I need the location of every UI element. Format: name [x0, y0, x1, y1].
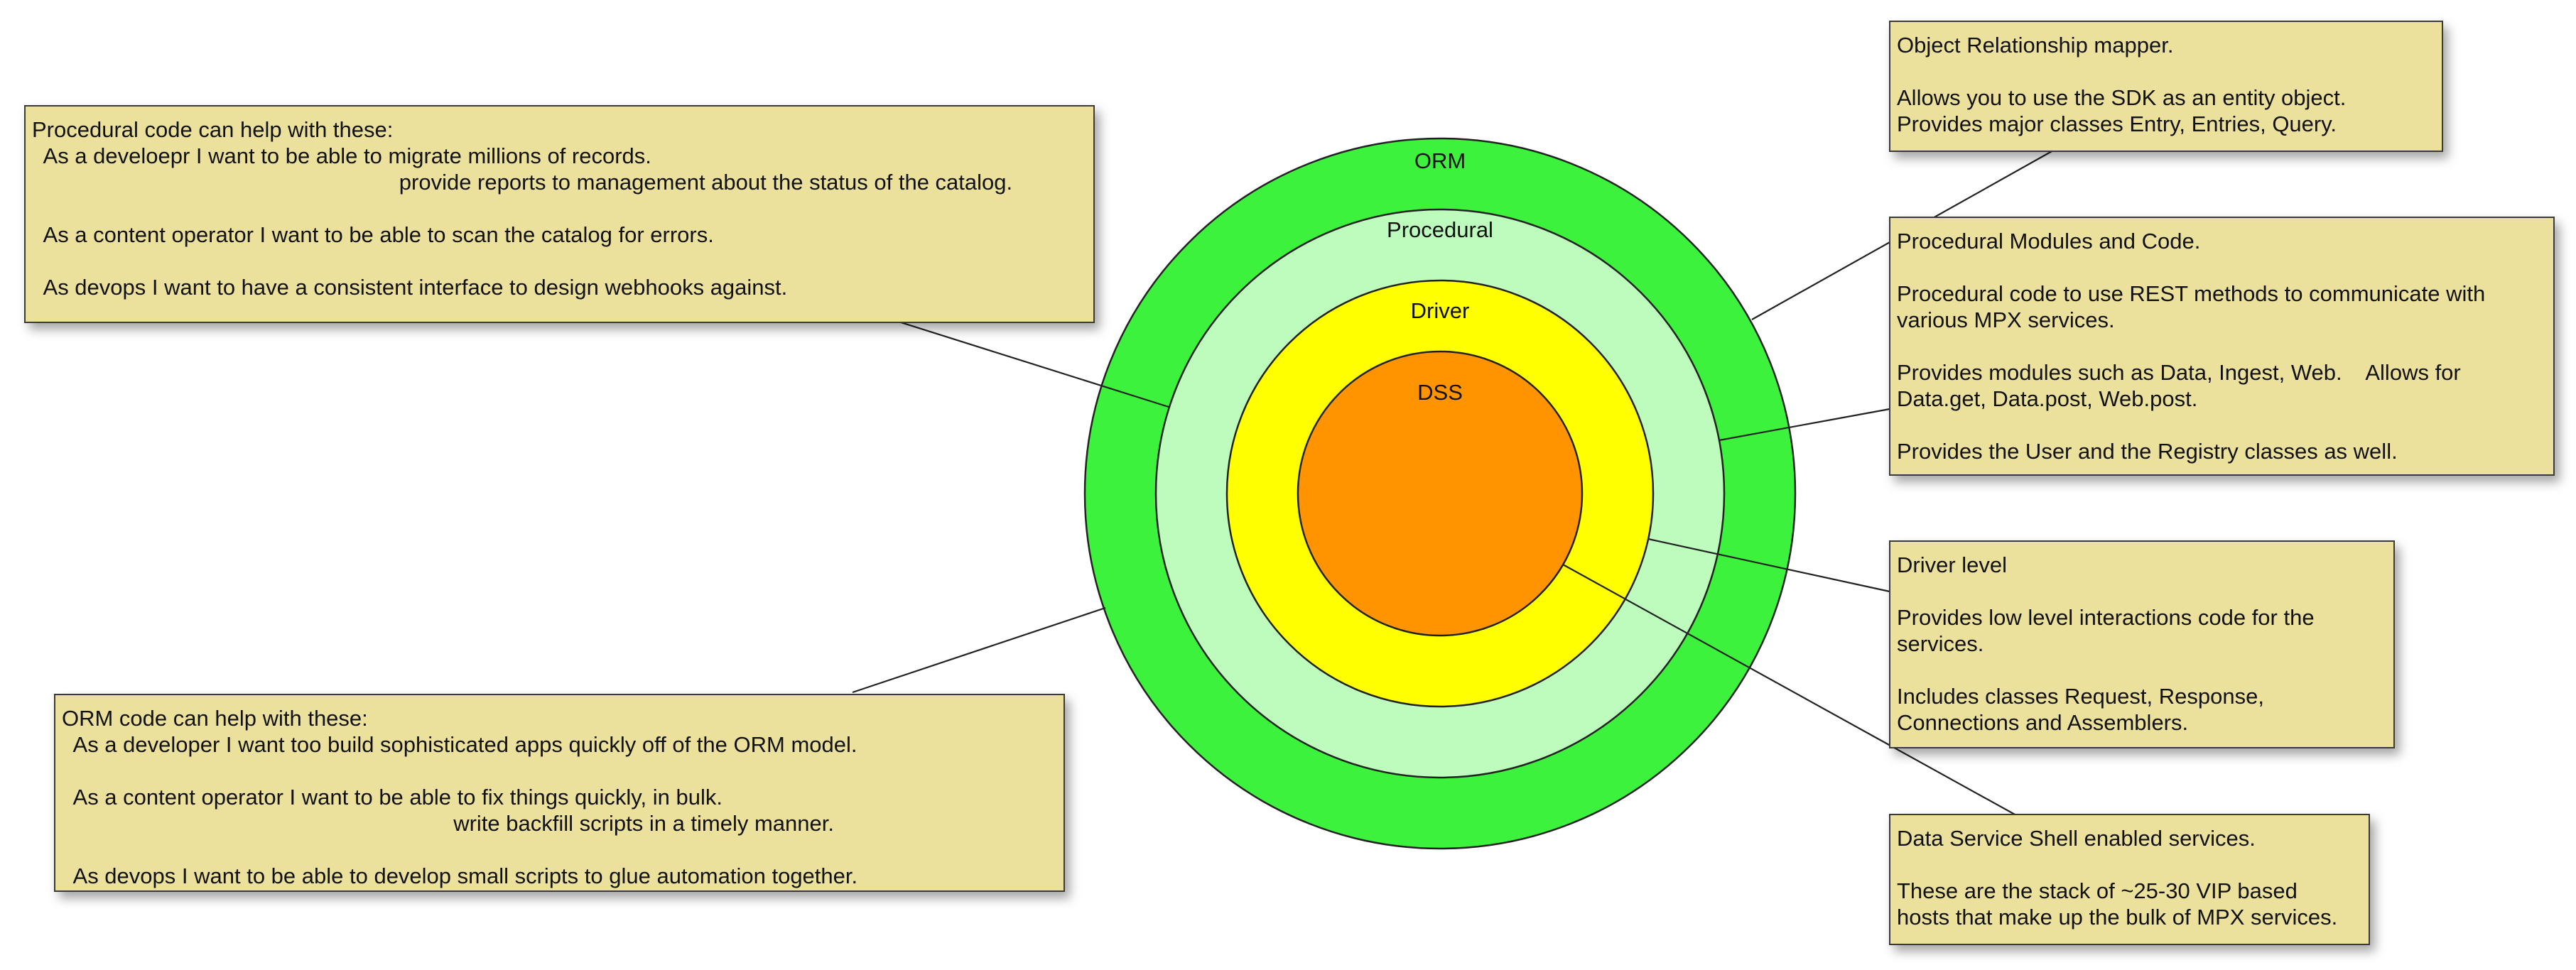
procedural-users-note-line: As devops I want to have a consistent in… — [32, 275, 788, 300]
orm-note: Object Relationship mapper. Allows you to… — [1889, 21, 2443, 152]
procedural-note-line — [1897, 412, 2548, 438]
connector-procedural-users-note — [900, 321, 1169, 408]
connector-dss-note — [1562, 564, 2017, 816]
procedural-users-note-line — [32, 248, 1088, 274]
orm-users-note-line: write backfill scripts in a timely manne… — [62, 811, 834, 836]
procedural-note-line: Data.get, Data.post, Web.post. — [1897, 386, 2198, 411]
procedural-users-note-line — [32, 195, 1088, 222]
orm-note-line: Object Relationship mapper. — [1897, 33, 2174, 58]
procedural-users-note: Procedural code can help with these: As … — [24, 105, 1095, 323]
procedural-users-note-line: Procedural code can help with these: — [32, 117, 394, 142]
driver-note-line: Driver level — [1897, 552, 2008, 577]
procedural-users-note-line: As a content operator I want to be able … — [32, 222, 714, 247]
orm-users-note: ORM code can help with these: As a devel… — [54, 694, 1065, 892]
orm-ring-label: ORM — [1414, 148, 1466, 173]
procedural-note-line — [1897, 333, 2548, 359]
procedural-note: Procedural Modules and Code. Procedural c… — [1889, 217, 2555, 476]
dss-note: Data Service Shell enabled services. Thes… — [1889, 814, 2370, 945]
driver-note-line: services. — [1897, 631, 1984, 656]
procedural-note-line: Procedural Modules and Code. — [1897, 229, 2201, 254]
dss-note-line: These are the stack of ~25-30 VIP based — [1897, 878, 2298, 903]
driver-note-line: Connections and Assemblers. — [1897, 710, 2189, 735]
orm-users-note-line: ORM code can help with these: — [62, 706, 368, 731]
driver-note-line — [1897, 578, 2388, 604]
dss-note-line — [1897, 851, 2363, 878]
orm-users-note-line: As a content operator I want to be able … — [62, 785, 723, 810]
procedural-note-line: Provides modules such as Data, Ingest, W… — [1897, 360, 2461, 385]
procedural-note-line — [1897, 254, 2548, 280]
driver-note-line: Provides low level interactions code for… — [1897, 605, 2315, 630]
orm-users-note-line: As a developer I want too build sophisti… — [62, 732, 857, 757]
orm-note-line — [1897, 58, 2436, 85]
procedural-note-line: various MPX services. — [1897, 307, 2115, 332]
dss-note-line: hosts that make up the bulk of MPX servi… — [1897, 905, 2338, 930]
procedural-note-line: Provides the User and the Registry class… — [1897, 439, 2398, 464]
connector-procedural-note — [1719, 408, 1890, 442]
procedural-users-note-line: As a develoepr I want to be able to migr… — [32, 143, 651, 168]
driver-note-line: Includes classes Request, Response, — [1897, 684, 2264, 709]
orm-users-note-line: As devops I want to be able to develop s… — [62, 863, 858, 888]
procedural-users-note-line: provide reports to management about the … — [32, 170, 1013, 195]
connector-orm-users-note — [852, 606, 1106, 694]
orm-users-note-line — [62, 758, 1058, 784]
orm-note-line: Allows you to use the SDK as an entity o… — [1897, 85, 2347, 110]
orm-users-note-line — [62, 837, 1058, 863]
connector-driver-note — [1647, 538, 1890, 593]
dss-core — [1297, 350, 1584, 637]
dss-ring-label: DSS — [1417, 380, 1463, 405]
orm-note-line: Provides major classes Entry, Entries, Q… — [1897, 111, 2337, 136]
driver-note-line — [1897, 657, 2388, 683]
procedural-ring-label: Procedural — [1387, 217, 1493, 242]
driver-ring-label: Driver — [1411, 298, 1470, 323]
dss-note-line: Data Service Shell enabled services. — [1897, 826, 2256, 851]
procedural-note-line: Procedural code to use REST methods to c… — [1897, 281, 2486, 306]
